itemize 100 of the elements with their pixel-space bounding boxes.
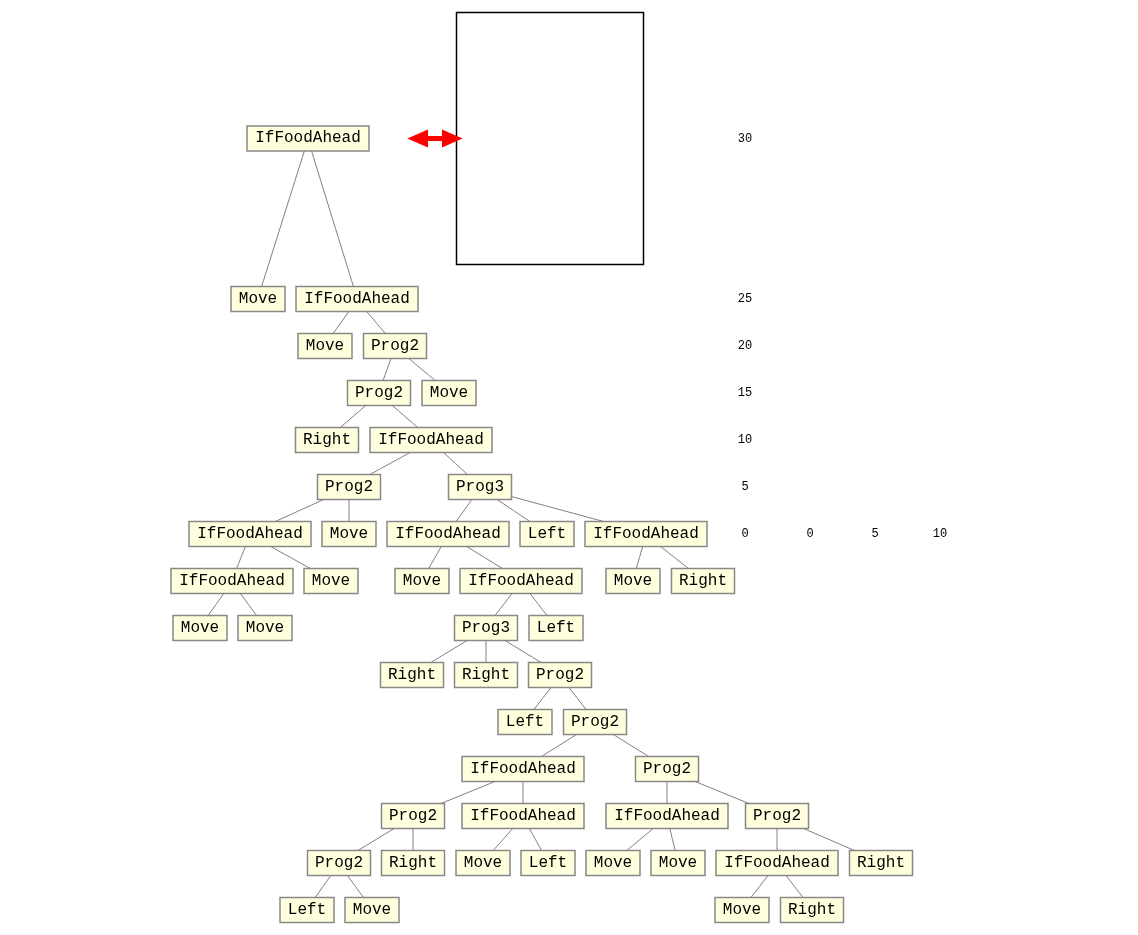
connector [408,358,436,381]
node-box: Move [585,849,641,877]
node-box [455,11,645,266]
node-box: Right [294,426,360,454]
node-box: Prog2 [346,379,412,407]
label: 15 [737,386,753,401]
connector [391,405,418,428]
connector [440,781,496,804]
label: 0 [806,527,814,542]
label: 0 [741,527,749,542]
connector [270,546,311,569]
node-box: IfFoodAhead [459,567,583,595]
label: 10 [932,527,948,542]
node-box: Prog2 [634,755,700,783]
node-box: IfFoodAhead [605,802,729,830]
connector [382,358,392,381]
connector [776,828,778,851]
connector [261,150,305,287]
connector [311,150,354,287]
connector [529,593,548,616]
node-box: Right [670,567,736,595]
node-box: Move [230,285,286,313]
label: 25 [737,292,753,307]
node-box: Move [297,332,353,360]
node-box: Move [714,896,770,924]
connector [666,781,668,804]
node-box: Move [455,849,511,877]
connector [430,640,468,663]
connector [533,687,552,710]
connector [635,546,644,569]
connector [357,828,395,851]
node-box: Left [520,849,576,877]
connector [626,828,654,851]
node-box: IfFoodAhead [170,567,294,595]
connector [466,546,503,569]
node-box: Prog2 [380,802,446,830]
node-box: Prog2 [744,802,810,830]
node-box: Left [497,708,553,736]
node-box: Move [394,567,450,595]
node-box: Right [848,849,914,877]
node-box: IfFoodAhead [715,849,839,877]
node-box: IfFoodAhead [369,426,493,454]
node-box: IfFoodAhead [461,755,585,783]
connector [660,546,689,569]
connector [494,593,513,616]
node-box: IfFoodAhead [584,520,708,548]
connector [785,875,804,898]
node-box: IfFoodAhead [386,520,510,548]
label: 30 [737,131,753,146]
connector [750,875,769,898]
connector [496,499,531,522]
node-box: Right [779,896,845,924]
connector [492,828,513,851]
node-box: IfFoodAhead [246,125,370,152]
connector [236,546,246,569]
label: 20 [737,339,753,354]
connector [541,734,577,757]
connector [348,499,350,522]
node-box: Move [344,896,400,924]
connector [340,405,367,428]
node-box: Prog3 [447,473,513,501]
node-box: Left [279,896,335,924]
node-box: IfFoodAhead [461,802,585,830]
connector [332,311,350,334]
node-box: Prog2 [362,332,428,360]
connector [314,875,332,898]
connector [443,452,468,475]
node-box: Move [237,614,293,642]
connector [455,499,473,522]
node-box: Prog2 [527,661,593,689]
connector [669,828,676,851]
node-box: Move [321,520,377,548]
connector [412,828,414,851]
connector [347,875,364,898]
node-box: Prog2 [562,708,628,736]
node-box: Left [519,520,575,548]
node-box: Move [421,379,477,407]
connector [803,828,855,851]
connector [504,640,542,663]
node-box: Prog2 [306,849,372,877]
label: 10 [737,433,753,448]
label: 5 [741,480,749,495]
connector [529,828,543,851]
node-box: IfFoodAhead [295,285,419,313]
connector [694,781,750,804]
node-box: Right [453,661,519,689]
connector [428,546,442,569]
connector [369,452,411,475]
connector [274,499,324,522]
node-box: Move [605,567,661,595]
node-box: Left [528,614,584,642]
connector [207,593,225,616]
node-box: Prog2 [316,473,382,501]
connector [568,687,587,710]
connector [240,593,257,616]
node-box: IfFoodAhead [188,520,312,548]
node-box: Move [303,567,359,595]
connector [613,734,649,757]
arrow [407,129,463,148]
node-box: Move [650,849,706,877]
